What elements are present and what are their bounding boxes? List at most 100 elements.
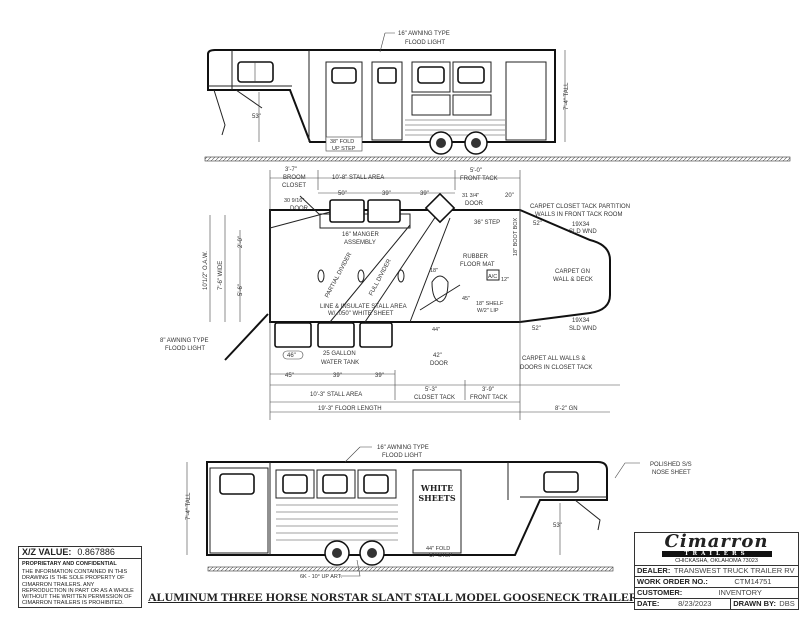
svg-text:W/ .050" WHITE SHEET: W/ .050" WHITE SHEET bbox=[328, 311, 394, 317]
svg-text:8'-2" GN: 8'-2" GN bbox=[555, 406, 578, 412]
svg-text:PARTIAL DIVIDER: PARTIAL DIVIDER bbox=[324, 251, 353, 299]
svg-text:POLISHED S/S: POLISHED S/S bbox=[650, 462, 692, 468]
svg-text:SHEETS: SHEETS bbox=[418, 493, 455, 503]
svg-text:10'1/2" O.A.W.: 10'1/2" O.A.W. bbox=[203, 251, 209, 290]
svg-text:53": 53" bbox=[553, 523, 562, 529]
svg-text:BROOM: BROOM bbox=[283, 175, 306, 181]
svg-text:19X34: 19X34 bbox=[572, 222, 590, 228]
trailer-body bbox=[207, 49, 556, 143]
stall-area-dimension: 10'-8" STALL AREA bbox=[332, 175, 384, 181]
svg-text:DOOR: DOOR bbox=[465, 201, 484, 207]
svg-text:FLOOD LIGHT: FLOOD LIGHT bbox=[405, 40, 445, 46]
svg-text:7'-4" TALL: 7'-4" TALL bbox=[186, 492, 192, 520]
svg-text:3'-7": 3'-7" bbox=[285, 167, 297, 173]
top-elevation-view: 16" AWNING TYPE FLOOD LIGHT 7'-4" TALL 5… bbox=[204, 31, 791, 162]
svg-text:52": 52" bbox=[532, 326, 541, 332]
svg-text:CARPET CLOSET TACK PARTITION: CARPET CLOSET TACK PARTITION bbox=[530, 204, 630, 210]
escape-door bbox=[371, 61, 403, 141]
svg-text:DOORS IN CLOSET TACK: DOORS IN CLOSET TACK bbox=[520, 365, 592, 371]
svg-text:FLOOD LIGHT: FLOOD LIGHT bbox=[382, 453, 422, 459]
svg-text:44" FOLD: 44" FOLD bbox=[426, 546, 450, 552]
toilet-icon bbox=[431, 275, 449, 303]
gooseneck-window bbox=[237, 61, 274, 83]
rear-door bbox=[209, 467, 269, 554]
svg-text:50": 50" bbox=[338, 191, 347, 197]
svg-text:19'-3" FLOOR LENGTH: 19'-3" FLOOR LENGTH bbox=[318, 406, 382, 412]
svg-text:FRONT TACK: FRONT TACK bbox=[460, 176, 498, 182]
svg-text:FULL DIVIDER: FULL DIVIDER bbox=[368, 258, 393, 297]
svg-text:36" STEP: 36" STEP bbox=[474, 220, 500, 226]
tack-door bbox=[505, 61, 547, 141]
svg-text:16" AWNING TYPE: 16" AWNING TYPE bbox=[377, 445, 429, 451]
svg-text:W/2" LIP: W/2" LIP bbox=[477, 308, 499, 314]
svg-text:46": 46" bbox=[287, 353, 296, 359]
manger bbox=[319, 213, 411, 229]
svg-text:18": 18" bbox=[430, 268, 438, 274]
svg-text:20": 20" bbox=[505, 193, 514, 199]
xz-value-box: X/Z VALUE:0.867886 PROPRIETARY AND CONFI… bbox=[18, 546, 142, 608]
svg-text:31 3/4": 31 3/4" bbox=[462, 193, 479, 199]
svg-text:25 GALLON: 25 GALLON bbox=[323, 351, 356, 357]
svg-text:3'-9": 3'-9" bbox=[482, 387, 494, 393]
svg-text:8" AWNING TYPE: 8" AWNING TYPE bbox=[160, 338, 208, 344]
svg-text:19X34: 19X34 bbox=[572, 318, 590, 324]
svg-text:5'-6": 5'-6" bbox=[238, 284, 244, 296]
svg-text:10'-3" STALL AREA: 10'-3" STALL AREA bbox=[310, 392, 362, 398]
tack-door bbox=[412, 469, 462, 554]
svg-text:45": 45" bbox=[285, 373, 294, 379]
trailer-body bbox=[206, 461, 608, 556]
svg-text:FRONT TACK: FRONT TACK bbox=[470, 395, 508, 401]
svg-text:18" BOOT BOX: 18" BOOT BOX bbox=[513, 217, 519, 256]
svg-text:SLD WND: SLD WND bbox=[569, 229, 597, 235]
svg-text:39": 39" bbox=[382, 191, 391, 197]
svg-text:12": 12" bbox=[501, 277, 509, 283]
svg-text:RUBBER: RUBBER bbox=[463, 254, 489, 260]
svg-text:18" SHELF: 18" SHELF bbox=[476, 301, 504, 307]
svg-text:39": 39" bbox=[333, 373, 342, 379]
svg-text:39": 39" bbox=[375, 373, 384, 379]
svg-text:NOSE SHEET: NOSE SHEET bbox=[652, 470, 691, 476]
svg-text:44": 44" bbox=[432, 327, 440, 333]
drawing-title: ALUMINUM THREE HORSE NORSTAR SLANT STALL… bbox=[148, 590, 638, 604]
drawn-by-value: DBS bbox=[779, 599, 795, 608]
svg-text:DOOR: DOOR bbox=[290, 206, 309, 212]
svg-text:DOOR: DOOR bbox=[430, 361, 449, 367]
svg-text:SLD WND: SLD WND bbox=[569, 326, 597, 332]
svg-text:7'-6" WIDE: 7'-6" WIDE bbox=[218, 261, 224, 290]
svg-text:FLOOD LIGHT: FLOOD LIGHT bbox=[165, 346, 205, 352]
svg-text:53": 53" bbox=[252, 114, 261, 120]
svg-text:CARPET ALL WALLS &: CARPET ALL WALLS & bbox=[522, 356, 585, 362]
svg-text:45": 45" bbox=[462, 296, 470, 302]
svg-text:2'-0": 2'-0" bbox=[238, 236, 244, 248]
svg-text:UP STEP: UP STEP bbox=[332, 146, 356, 152]
svg-text:5'-3": 5'-3" bbox=[425, 387, 437, 393]
svg-text:WALL & DECK: WALL & DECK bbox=[553, 277, 593, 283]
svg-text:FLOOR MAT: FLOOR MAT bbox=[460, 262, 495, 268]
customer-value: INVENTORY bbox=[718, 588, 762, 597]
svg-text:WHITE: WHITE bbox=[420, 483, 453, 493]
svg-text:30 9/16": 30 9/16" bbox=[284, 198, 304, 204]
svg-text:16" MANGER: 16" MANGER bbox=[342, 232, 379, 238]
svg-text:5'-0": 5'-0" bbox=[470, 168, 482, 174]
xz-value: 0.867886 bbox=[77, 547, 115, 557]
ground-line bbox=[204, 156, 791, 162]
svg-text:38" FOLD: 38" FOLD bbox=[330, 139, 354, 145]
svg-text:ASSEMBLY: ASSEMBLY bbox=[344, 240, 376, 246]
flood-light-label: 16" AWNING TYPE bbox=[398, 31, 450, 37]
dealer-value: TRANSWEST TRUCK TRAILER RV bbox=[673, 566, 795, 575]
svg-text:CLOSET: CLOSET bbox=[282, 183, 306, 189]
svg-text:52": 52" bbox=[533, 221, 542, 227]
svg-text:UP STEP: UP STEP bbox=[429, 553, 453, 559]
svg-text:CLOSET TACK: CLOSET TACK bbox=[414, 395, 455, 401]
svg-text:6K - 10° UP ART.: 6K - 10° UP ART. bbox=[300, 574, 343, 580]
height-dimension: 7'-4" TALL bbox=[564, 82, 570, 110]
ground-line bbox=[207, 566, 614, 572]
svg-text:CARPET GN: CARPET GN bbox=[555, 269, 590, 275]
svg-text:42": 42" bbox=[433, 353, 442, 359]
work-order-value: CTM14751 bbox=[734, 577, 772, 586]
svg-text:WALLS IN FRONT TACK ROOM: WALLS IN FRONT TACK ROOM bbox=[535, 212, 622, 218]
